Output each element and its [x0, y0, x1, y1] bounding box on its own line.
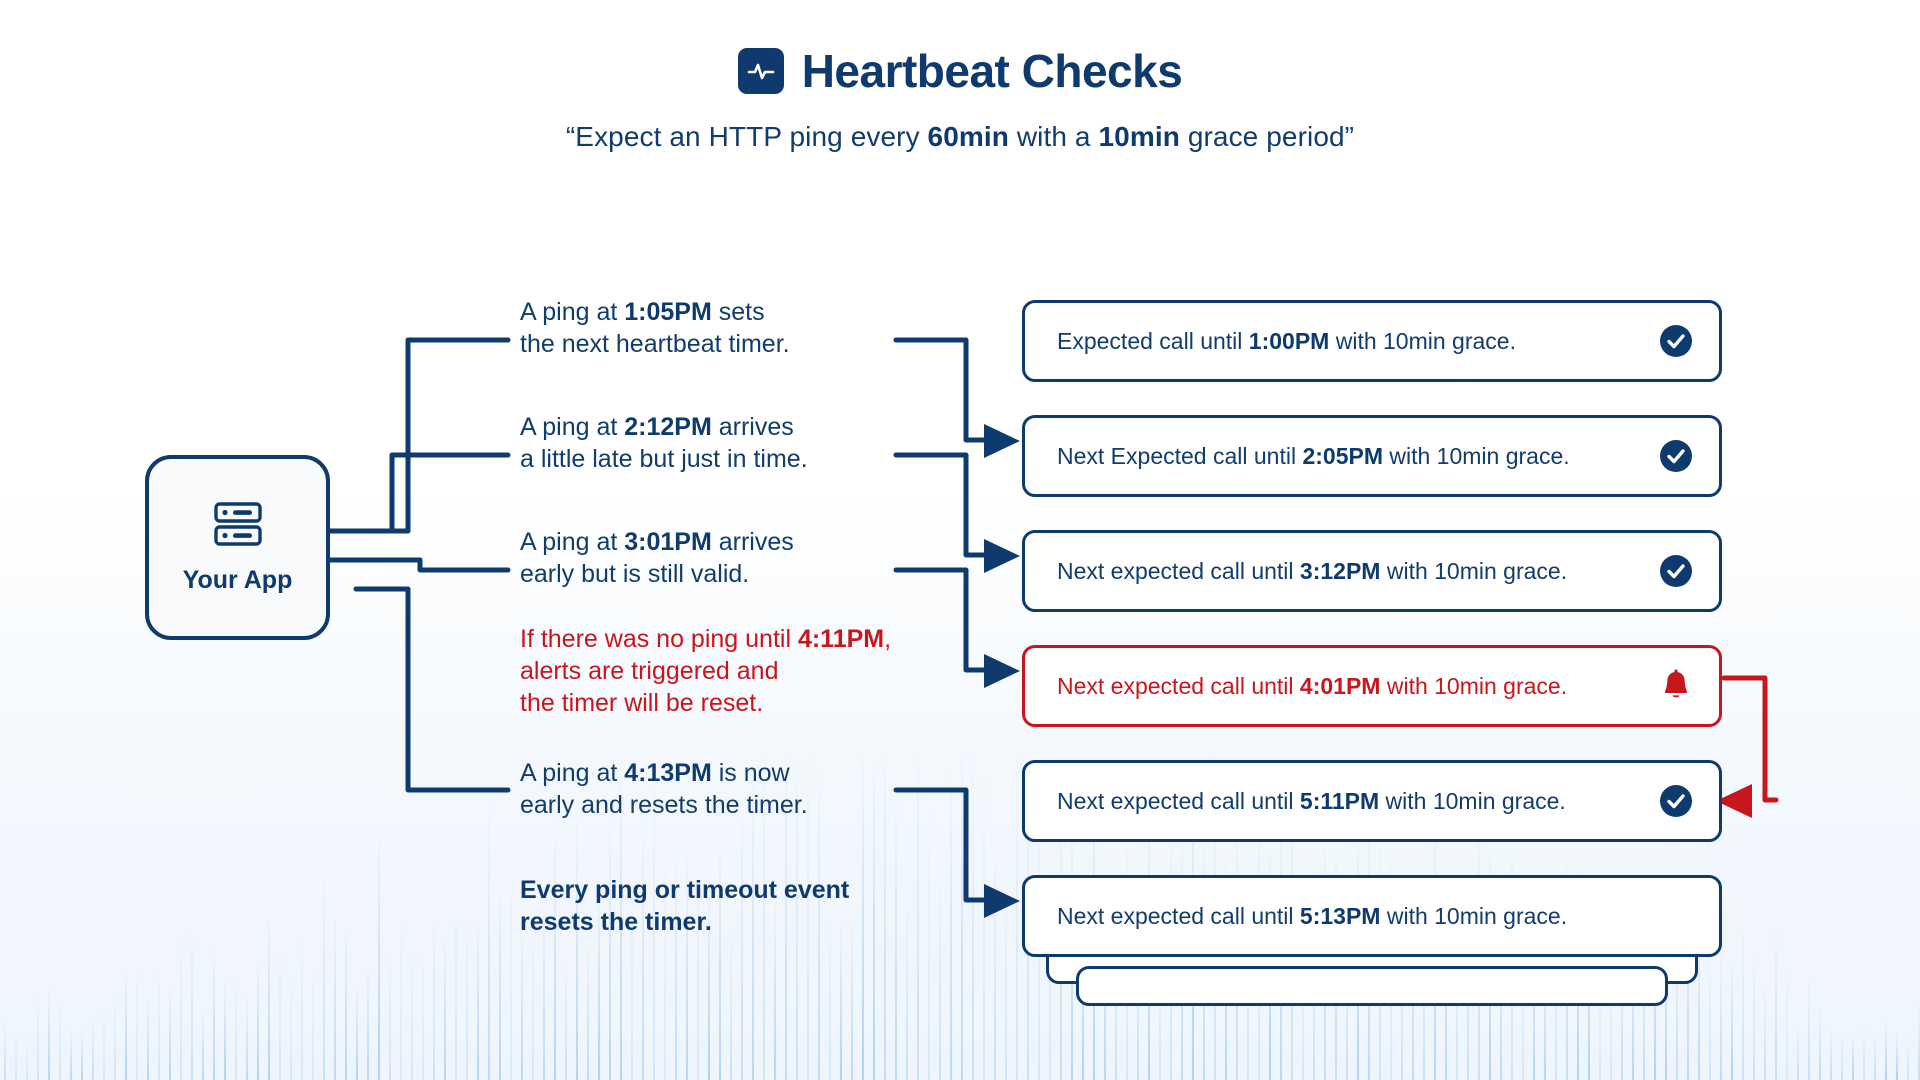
event-line-1: If there was no ping until 4:11PM, [520, 623, 891, 655]
event-line-1: A ping at 3:01PM arrives [520, 526, 794, 558]
event-line-2: early and resets the timer. [520, 791, 808, 819]
connector-alert-reset-loop [1721, 675, 1779, 803]
event-suffix: arrives [711, 528, 794, 556]
event-line-3: the timer will be reset. [520, 689, 764, 717]
app-node-label: Your App [182, 565, 293, 594]
card-time: 1:00PM [1248, 327, 1330, 354]
check-circle-icon [1659, 554, 1693, 588]
card-prefix: Next expected call until [1057, 902, 1300, 929]
card-prefix: Expected call until [1057, 327, 1249, 354]
card-time: 5:13PM [1299, 902, 1381, 929]
card-3-12pm[interactable]: Next expected call until 3:12PM with 10m… [1022, 530, 1722, 612]
arrowhead-card-6 [984, 884, 1020, 918]
card-text: Next expected call until 3:12PM with 10m… [1057, 558, 1659, 585]
connector-to-event-5 [353, 586, 511, 793]
card-5-13pm[interactable]: Next expected call until 5:13PM with 10m… [1022, 875, 1722, 957]
page-header: Heartbeat Checks “Expect an HTTP ping ev… [0, 0, 1920, 153]
card-time: 3:12PM [1299, 557, 1381, 584]
card-time: 5:11PM [1299, 787, 1380, 814]
card-prefix: Next Expected call until [1057, 442, 1303, 469]
heartbeat-pulse-icon [737, 48, 784, 94]
arrowhead-card-4 [984, 654, 1020, 688]
card-text: Expected call until 1:00PM with 10min gr… [1057, 328, 1659, 355]
card-prefix: Next expected call until [1057, 557, 1300, 584]
event-prefix: If there was no ping until [520, 625, 798, 653]
event-time: 4:13PM [624, 759, 712, 787]
event-prefix: A ping at [520, 298, 625, 326]
arrowhead-reset-loop [1716, 784, 1752, 818]
page-subtitle: “Expect an HTTP ping every 60min with a … [0, 121, 1920, 153]
event-line-2: a little late but just in time. [520, 445, 808, 473]
card-4-01pm[interactable]: Next expected call until 4:01PM with 10m… [1022, 645, 1722, 727]
card-1-00pm[interactable]: Expected call until 1:00PM with 10min gr… [1022, 300, 1722, 382]
card-prefix: Next expected call until [1057, 672, 1300, 699]
event-time: 2:12PM [624, 413, 712, 441]
event-ping-301pm: A ping at 3:01PM arrives early but is st… [520, 526, 794, 590]
event-suffix: sets [711, 298, 765, 326]
card-2-05pm[interactable]: Next Expected call until 2:05PM with 10m… [1022, 415, 1722, 497]
arrowhead-card-2 [984, 424, 1020, 458]
event-suffix: , [884, 625, 892, 653]
check-circle-icon [1659, 784, 1693, 818]
card-suffix: with 10min grace. [1379, 787, 1566, 814]
card-text: Next expected call until 5:11PM with 10m… [1057, 788, 1659, 815]
title-row: Heartbeat Checks [0, 48, 1920, 94]
connector-event3-to-card4 [893, 567, 989, 673]
card-suffix: with 10min grace. [1380, 672, 1568, 699]
event-ping-212pm: A ping at 2:12PM arrives a little late b… [520, 411, 808, 475]
card-suffix: with 10min grace. [1383, 442, 1570, 469]
event-prefix: A ping at [520, 413, 625, 441]
subtitle-grace: 10min [1098, 121, 1180, 152]
connector-event5-to-card6 [893, 787, 989, 903]
event-line-2: early but is still valid. [520, 560, 750, 588]
card-text: Next Expected call until 2:05PM with 10m… [1057, 443, 1659, 470]
card-suffix: with 10min grace. [1380, 902, 1568, 929]
page-title: Heartbeat Checks [801, 45, 1183, 97]
event-line-2: resets the timer. [520, 908, 712, 936]
event-prefix: A ping at [520, 759, 625, 787]
event-line-1: Every ping or timeout event [520, 876, 850, 904]
arrowhead-card-3 [984, 539, 1020, 573]
card-time: 4:01PM [1299, 672, 1381, 699]
event-prefix: A ping at [520, 528, 625, 556]
card-suffix: with 10min grace. [1380, 557, 1568, 584]
card-text: Next expected call until 5:13PM with 10m… [1057, 903, 1693, 930]
event-suffix: arrives [711, 413, 794, 441]
check-circle-icon [1659, 324, 1693, 358]
event-line-1: A ping at 2:12PM arrives [520, 411, 808, 443]
card-text: Next expected call until 4:01PM with 10m… [1057, 673, 1659, 700]
event-suffix: is now [711, 759, 790, 787]
card-prefix: Next expected call until [1057, 787, 1300, 814]
event-no-ping-411pm: If there was no ping until 4:11PM, alert… [520, 623, 891, 719]
event-time: 3:01PM [624, 528, 712, 556]
event-time: 4:11PM [797, 625, 885, 653]
check-circle-icon [1659, 439, 1693, 473]
subtitle-prefix: “Expect an HTTP ping every [565, 121, 928, 152]
event-line-2: alerts are triggered and [520, 657, 779, 685]
connector-to-event-2 [353, 452, 511, 534]
app-node[interactable]: Your App [145, 455, 330, 640]
ghost-card-2 [1076, 966, 1668, 1006]
bell-alert-icon [1659, 669, 1693, 703]
event-ping-413pm: A ping at 4:13PM is now early and resets… [520, 757, 808, 821]
subtitle-middle: with a [1008, 121, 1099, 152]
connector-to-event-1 [353, 337, 511, 534]
subtitle-suffix: grace period” [1179, 121, 1355, 152]
card-5-11pm[interactable]: Next expected call until 5:11PM with 10m… [1022, 760, 1722, 842]
event-line-1: A ping at 1:05PM sets [520, 296, 790, 328]
connector-event2-to-card3 [893, 452, 989, 558]
card-time: 2:05PM [1302, 442, 1383, 469]
event-line-1: A ping at 4:13PM is now [520, 757, 808, 789]
event-ping-105pm: A ping at 1:05PM sets the next heartbeat… [520, 296, 790, 360]
card-suffix: with 10min grace. [1329, 327, 1516, 354]
event-line-2: the next heartbeat timer. [520, 330, 790, 358]
subtitle-interval: 60min [927, 121, 1009, 152]
connector-event1-to-card2 [893, 337, 989, 443]
connector-to-event-3 [353, 557, 511, 573]
event-time: 1:05PM [624, 298, 712, 326]
server-rack-icon [212, 501, 264, 552]
event-summary-note: Every ping or timeout event resets the t… [520, 874, 849, 938]
